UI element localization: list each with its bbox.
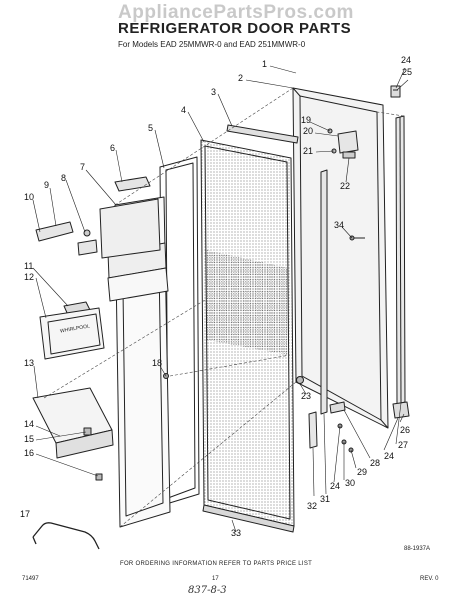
page-subtitle: For Models EAD 25MMWR-0 and EAD 251MMWR-…	[118, 40, 306, 49]
lower-door-bin	[32, 387, 114, 459]
callout-11: 11	[24, 261, 34, 271]
callout-29: 29	[357, 467, 368, 477]
bottom-strip	[202, 504, 295, 533]
callout-17: 17	[20, 509, 31, 519]
callout-18: 18	[152, 358, 163, 368]
callout-3: 3	[211, 87, 217, 97]
insulation-panel	[200, 139, 295, 527]
dispenser-cover	[39, 301, 105, 360]
side-rail	[320, 169, 328, 415]
top-hinge-cap	[390, 85, 401, 98]
handle-bracket	[35, 221, 98, 256]
callout-22: 22	[340, 181, 351, 191]
page-revision: REV. 0	[420, 576, 439, 582]
bin-clip	[83, 427, 103, 481]
callout-31: 31	[320, 494, 331, 504]
page-title: REFRIGERATOR DOOR PARTS	[118, 20, 352, 37]
bottom-rail	[308, 411, 318, 449]
callout-5: 5	[148, 123, 154, 133]
callout-34: 34	[334, 220, 345, 230]
callout-2: 2	[238, 73, 244, 83]
callout-15: 15	[24, 434, 35, 444]
callout-13: 13	[24, 358, 35, 368]
callout-27: 27	[398, 440, 409, 450]
callout-4: 4	[181, 105, 187, 115]
bottom-hinge	[392, 401, 410, 419]
callout-1: 1	[262, 59, 268, 69]
callout-20: 20	[303, 126, 314, 136]
ordering-note: FOR ORDERING INFORMATION REFER TO PARTS …	[120, 561, 313, 567]
callout-9: 9	[44, 180, 50, 190]
top-rail	[226, 124, 299, 144]
callout-30: 30	[345, 478, 356, 488]
callout-21: 21	[303, 146, 314, 156]
callout-12: 12	[24, 272, 35, 282]
callout-24-low: 24	[330, 481, 341, 491]
callout-26: 26	[400, 425, 411, 435]
callout-7: 7	[80, 162, 86, 172]
outer-door-panel	[292, 87, 389, 429]
watermark-text: AppliancePartsPros.com	[118, 2, 354, 23]
callout-28: 28	[370, 458, 381, 468]
figure-reference: 88-1937A	[404, 546, 431, 552]
callout-10: 10	[24, 192, 35, 202]
callout-33: 33	[231, 528, 242, 538]
page-left-code: 71497	[22, 576, 39, 582]
callout-16: 16	[24, 448, 35, 458]
callout-6: 6	[110, 143, 116, 153]
callout-24-top: 24	[401, 55, 412, 65]
handwritten-note: 837-8-3	[188, 585, 227, 596]
door-trim-strip	[395, 115, 406, 405]
plug-23	[296, 376, 304, 384]
callout-25: 25	[402, 67, 413, 77]
callout-32: 32	[307, 501, 318, 511]
callout-24-mid: 24	[384, 451, 395, 461]
callout-19: 19	[301, 115, 312, 125]
lower-bracket-assembly	[329, 401, 354, 453]
callout-23: 23	[301, 391, 312, 401]
page-number: 17	[212, 576, 219, 582]
upper-shelf-bar	[114, 176, 151, 192]
callout-14: 14	[24, 419, 35, 429]
wire-handle	[32, 522, 100, 550]
inner-door-liner	[99, 196, 171, 528]
callout-8: 8	[61, 173, 67, 183]
